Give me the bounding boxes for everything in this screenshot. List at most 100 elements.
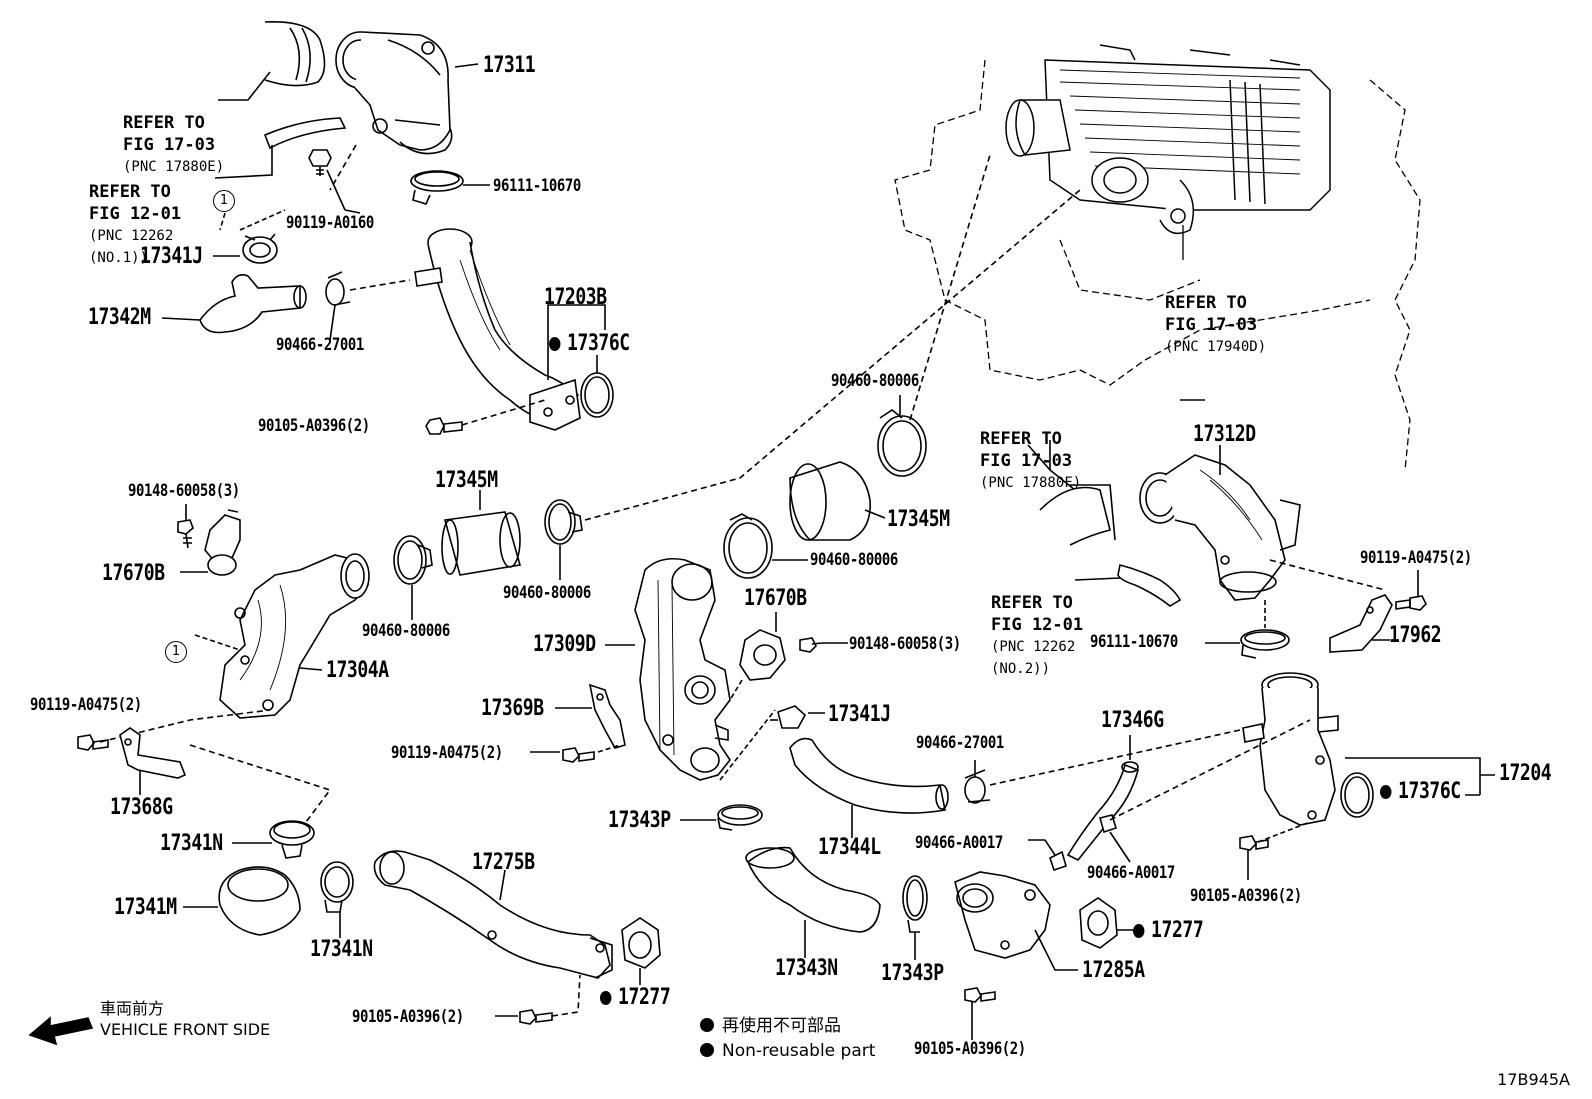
part-label-90148-60058: 90148-60058(3) [849, 634, 961, 654]
hose-17344L [789, 737, 949, 814]
clamp-90460-upperright [877, 409, 927, 477]
non-reusable-dot [549, 337, 561, 351]
hose-17345M-right [789, 461, 886, 541]
part-label-17342M: 17342M [88, 305, 151, 330]
part-label-17304A: 17304A [326, 658, 389, 683]
non-reusable-dot [1380, 785, 1392, 799]
clamp-17343P-upper [717, 804, 763, 831]
bolt-90119-mid [562, 747, 595, 763]
bolt-90148-mid [799, 637, 823, 653]
part-label-90119-a0475: 90119-A0475(2) [391, 743, 503, 763]
clamp-90466-a0017-a [1049, 850, 1067, 872]
duct-17304A [219, 553, 370, 719]
part-label-17346G: 17346G [1101, 708, 1164, 733]
hose-17343N [745, 846, 881, 933]
part-label-90105-a0396: 90105-A0396(2) [914, 1039, 1026, 1059]
non-reusable-dot [1133, 924, 1145, 938]
part-label-17376C: 17376C [549, 333, 630, 355]
part-label-17343P: 17343P [881, 961, 944, 986]
part-label-17309D: 17309D [533, 632, 596, 657]
part-label-17962: 17962 [1389, 623, 1442, 648]
clamp-90466-upper [325, 271, 351, 306]
part-label-17341N: 17341N [310, 937, 373, 962]
hose-17341M [218, 866, 301, 936]
sensor-17670B-mid [739, 629, 786, 681]
duct-17312D [1139, 454, 1301, 601]
non-reusable-dot [600, 991, 612, 1005]
bolt-90105-upper [425, 417, 463, 435]
part-label-90119-a0475: 90119-A0475(2) [30, 695, 142, 715]
hose-17345M-left [441, 511, 522, 576]
engine-outline [894, 59, 1421, 471]
hose-17342M [199, 274, 307, 334]
part-label-90460-80006: 90460-80006 [362, 621, 450, 641]
legend-row-en: Non-reusable part [700, 1041, 875, 1061]
legend-dot [700, 1043, 714, 1057]
part-label-17376C: 17376C [1380, 781, 1461, 803]
clamp-96111-upper [410, 170, 464, 205]
gasket-17277-left [621, 917, 661, 969]
part-label-90460-80006: 90460-80006 [503, 583, 591, 603]
part-label-17312D: 17312D [1193, 422, 1256, 447]
pipe-17203B [414, 228, 581, 431]
part-label-17368G: 17368G [110, 795, 173, 820]
bracket-17369B [588, 683, 626, 749]
clamp-96111-lower [1240, 629, 1290, 659]
clamp-90460-left [393, 535, 433, 585]
sensor-17670B-left [204, 509, 241, 576]
bracket-17962 [1329, 594, 1393, 653]
part-label-17277: 17277 [600, 987, 671, 1009]
part-label-90105-a0396: 90105-A0396(2) [258, 416, 370, 436]
part-label-17343N: 17343N [775, 956, 838, 981]
figure-id: 17B945A [1497, 1070, 1570, 1089]
clamp-17341N-lower [320, 861, 354, 913]
legend: 再使用不可部品 Non-reusable part [700, 1016, 875, 1061]
legend-row-jp: 再使用不可部品 [700, 1016, 875, 1036]
bolt-90119-right [1395, 595, 1427, 611]
duct-17204 [1242, 672, 1339, 826]
part-label-96111-10670: 96111-10670 [493, 176, 581, 196]
part-label-17344L: 17344L [818, 835, 881, 860]
part-label-17670B: 17670B [102, 561, 165, 586]
part-label-17341M: 17341M [114, 895, 177, 920]
bolt-90119-a0160 [308, 149, 332, 176]
housing-17285A [954, 871, 1051, 959]
clamp-17341N-upper [269, 820, 315, 859]
part-label-90119-a0160: 90119-A0160 [286, 213, 374, 233]
part-label-17311: 17311 [483, 53, 536, 78]
part-label-90466-27001: 90466-27001 [916, 733, 1004, 753]
part-label-90119-a0475: 90119-A0475(2) [1360, 548, 1472, 568]
vehicle-front-arrow [28, 1016, 94, 1046]
part-label-90466-a0017: 90466-A0017 [915, 833, 1003, 853]
bolt-90105-bottom [964, 987, 996, 1003]
clamp-90460-mid [544, 499, 583, 545]
part-label-17204: 17204 [1499, 761, 1552, 786]
o-ring-17376C-right [1340, 772, 1374, 818]
clamp-17343P-lower [902, 875, 928, 933]
reference-marker: 1 [165, 641, 187, 663]
intercooler [1005, 44, 1331, 235]
part-label-17343P: 17343P [608, 808, 671, 833]
bolt-90105-right [1239, 835, 1269, 851]
part-label-17670B: 17670B [744, 586, 807, 611]
bolt-90105-left [519, 1009, 553, 1025]
part-label-90460-80006: 90460-80006 [810, 550, 898, 570]
part-label-17341J: 17341J [828, 702, 891, 727]
pipe-17275B [373, 850, 613, 979]
part-label-17369B: 17369B [481, 696, 544, 721]
clamp-90466-mid [964, 769, 991, 804]
part-label-17341N: 17341N [160, 831, 223, 856]
part-label-17275B: 17275B [472, 850, 535, 875]
part-label-17277: 17277 [1133, 920, 1204, 942]
part-label-17341J: 17341J [140, 244, 203, 269]
hose-17346G [1066, 761, 1139, 862]
part-label-90466-27001: 90466-27001 [276, 335, 364, 355]
part-label-90105-a0396: 90105-A0396(2) [1190, 886, 1302, 906]
clamp-90460-midright [723, 513, 773, 579]
